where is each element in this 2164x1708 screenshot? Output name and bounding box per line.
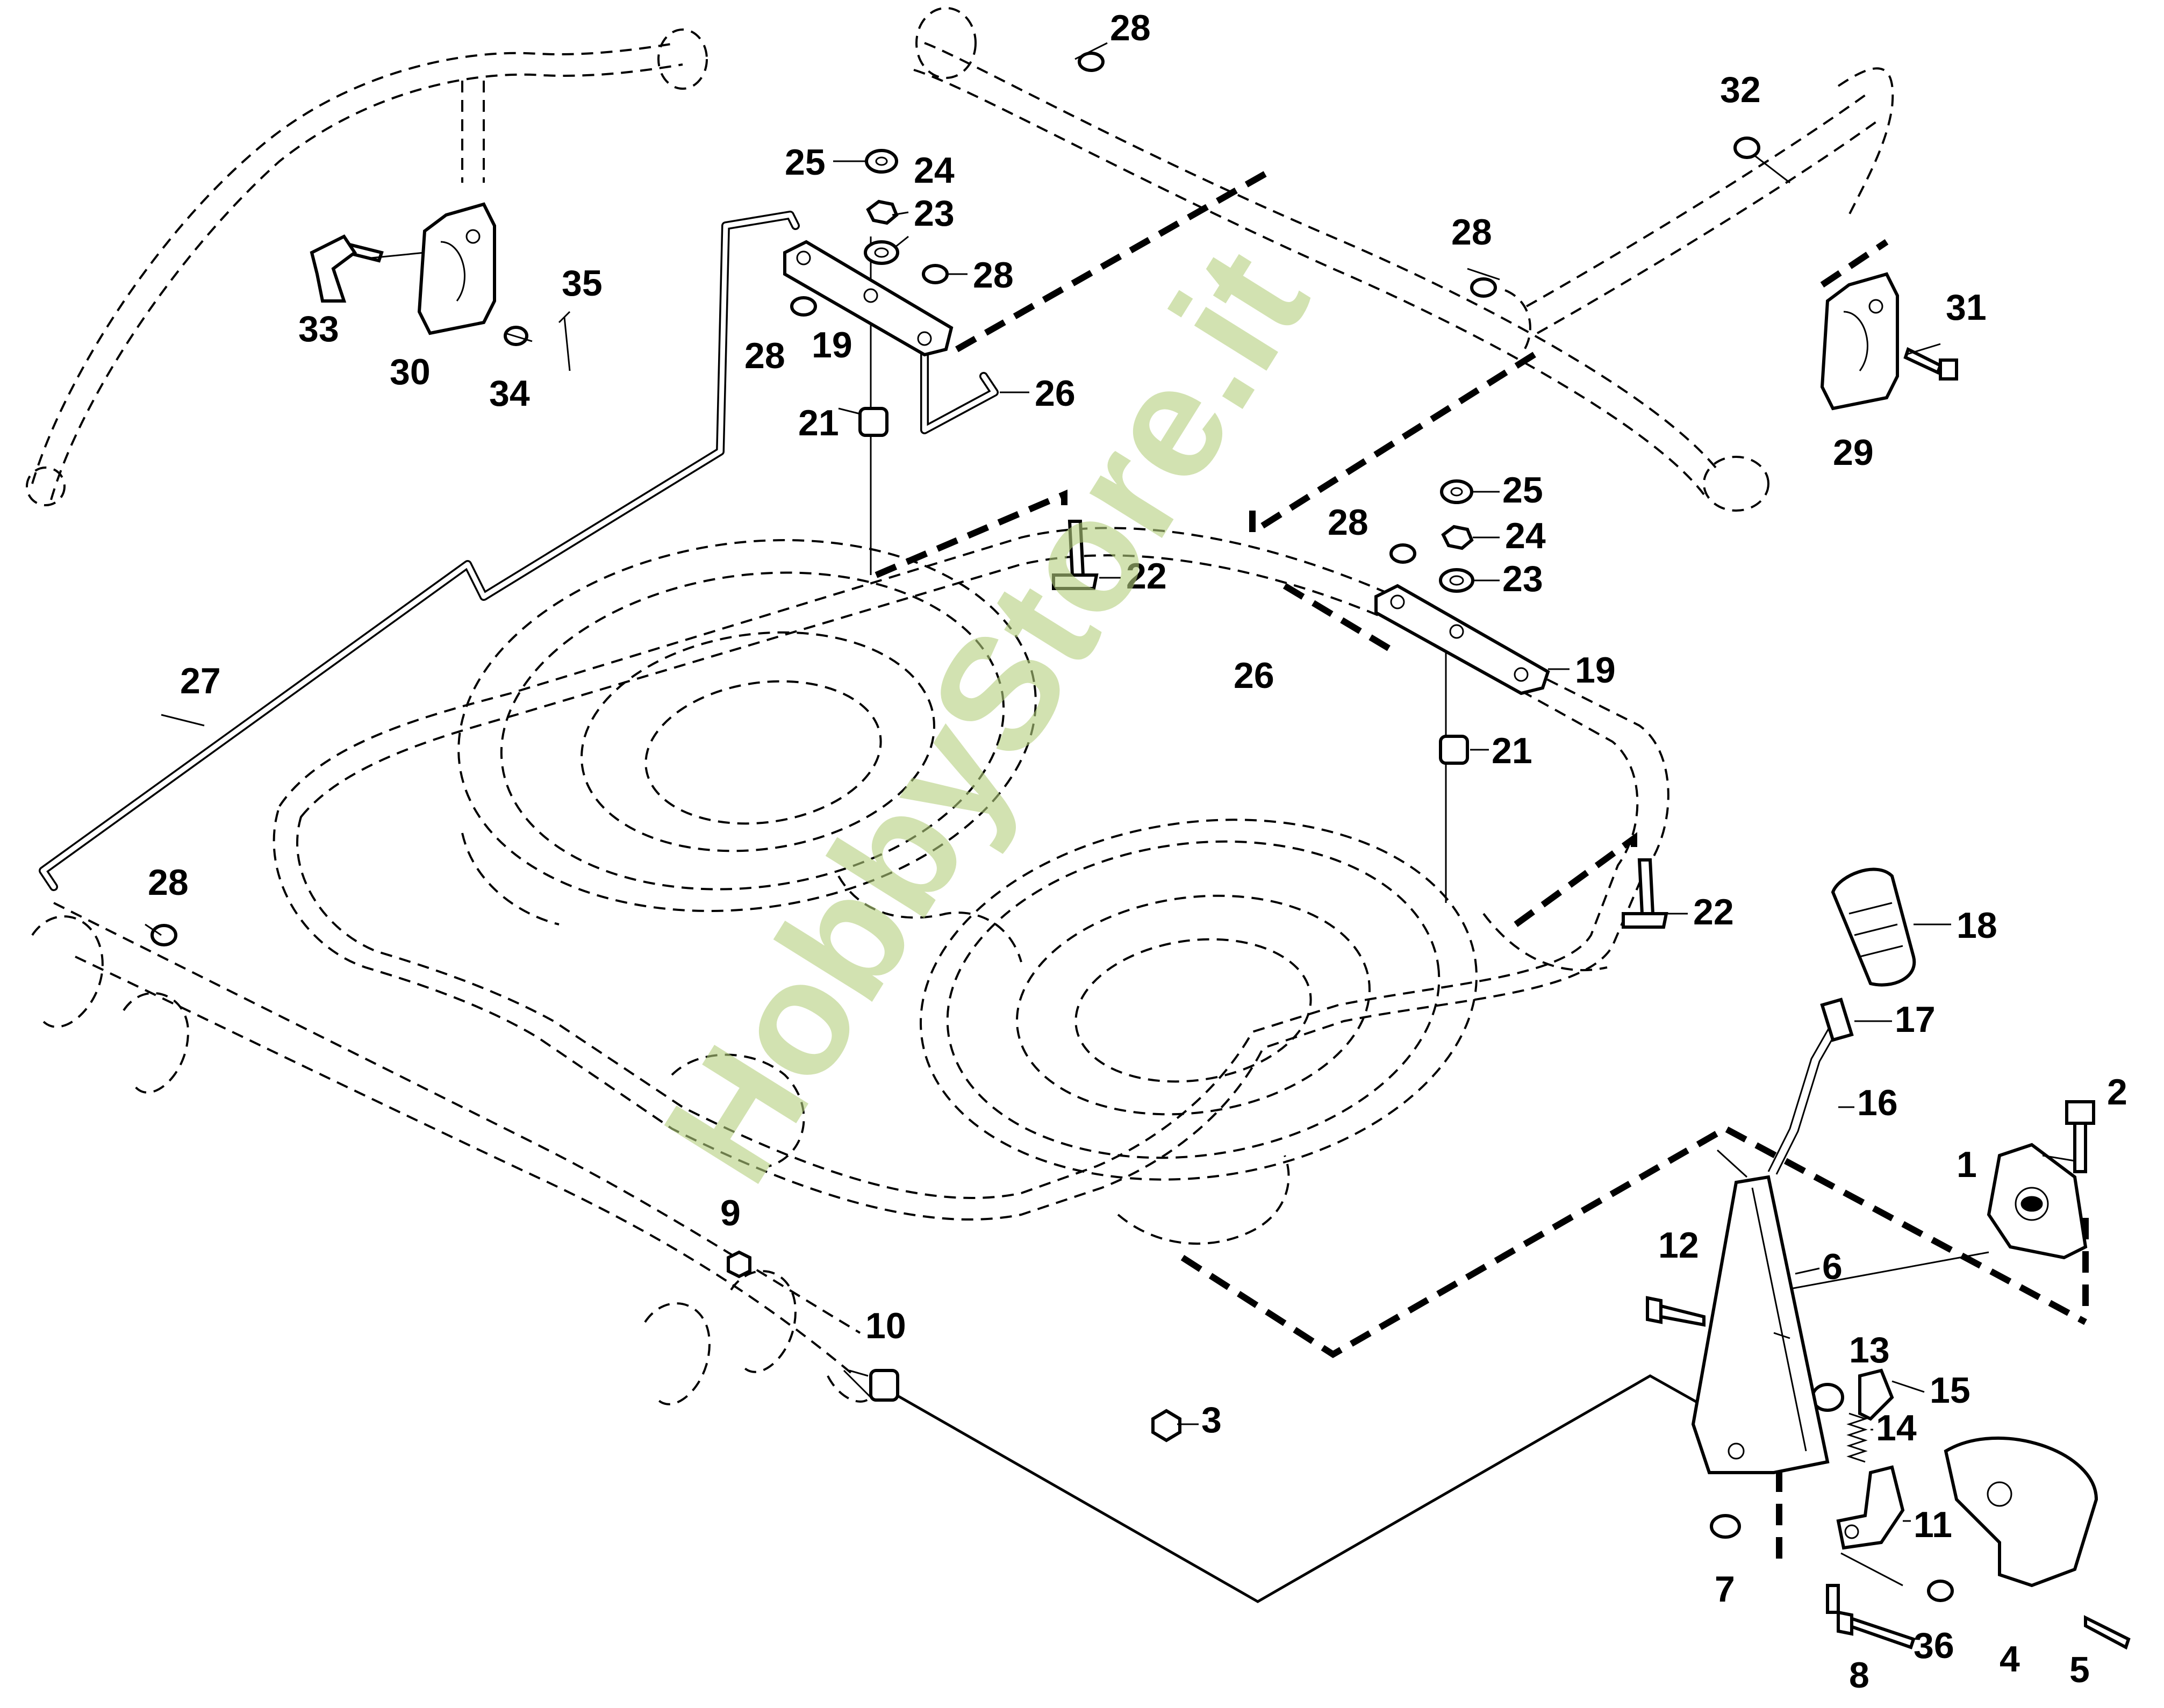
mower-deck-outline [273, 527, 1669, 1245]
callout-33: 33 [298, 308, 339, 349]
hardware [151, 52, 1954, 1602]
callout-27: 27 [180, 661, 221, 701]
rod-16 [1767, 1021, 1842, 1175]
bolts [334, 240, 2131, 1650]
callout-26-lower: 26 [1234, 655, 1274, 696]
callout-25-lower: 25 [1502, 470, 1543, 511]
callout-26-upper: 26 [1035, 373, 1076, 414]
callout-24-lower: 24 [1505, 515, 1546, 556]
callout-21-upper: 21 [798, 403, 839, 443]
callout-16: 16 [1857, 1082, 1898, 1123]
label-leaders [145, 42, 2075, 1587]
callout-31: 31 [1946, 287, 1987, 328]
callout-25-upper: 25 [785, 142, 826, 183]
callout-2: 2 [2107, 1072, 2127, 1113]
bracket-30 [310, 202, 496, 335]
callout-34: 34 [489, 373, 530, 414]
spring-14 [1846, 1412, 1868, 1463]
lever-plate-19-upper [783, 240, 954, 357]
callout-29: 29 [1833, 432, 1874, 473]
callout-22-upper: 22 [1126, 556, 1167, 597]
callout-13: 13 [1849, 1330, 1890, 1370]
callout-1: 1 [1957, 1144, 1977, 1185]
bracket-29 [1820, 272, 1899, 411]
callout-19-upper: 19 [812, 325, 852, 365]
pawl-11 [1836, 1465, 1905, 1550]
callout-30: 30 [390, 351, 431, 392]
bracket-1 [1987, 1143, 2088, 1260]
callout-8: 8 [1849, 1655, 1869, 1696]
sleeve-17 [1820, 997, 1854, 1042]
watermark: HobbyStore.it [628, 219, 1343, 1212]
callout-28-lower: 28 [1328, 502, 1368, 543]
cover-4 [1944, 1436, 2098, 1588]
callout-7: 7 [1715, 1569, 1735, 1610]
rod-26-upper [920, 350, 999, 434]
callout-28-left: 28 [148, 862, 189, 903]
callout-14: 14 [1876, 1408, 1917, 1448]
lever-plate-19-lower [1374, 584, 1550, 695]
callout-35: 35 [562, 263, 603, 304]
callout-36: 36 [1914, 1625, 1954, 1666]
callout-5: 5 [2069, 1649, 2090, 1690]
callout-18: 18 [1957, 905, 1997, 946]
callout-9: 9 [720, 1193, 741, 1233]
callout-23-upper: 23 [914, 193, 955, 234]
callout-24-upper: 24 [914, 150, 955, 191]
rod-27 [39, 211, 800, 891]
handle-18 [1831, 867, 1916, 987]
callout-labels: 1 2 3 4 5 6 7 8 9 10 11 12 13 14 15 16 1… [148, 8, 2127, 1696]
callout-12: 12 [1658, 1225, 1699, 1266]
callout-28-top: 28 [1110, 8, 1151, 48]
callout-32: 32 [1720, 69, 1761, 110]
lever-6 [1691, 1175, 1830, 1474]
callout-28-mid: 28 [1451, 212, 1492, 253]
callout-15: 15 [1930, 1370, 1970, 1411]
callout-11: 11 [1914, 1504, 1952, 1545]
callout-21-lower: 21 [1492, 730, 1532, 771]
callout-28-plate-left: 28 [744, 335, 785, 376]
callout-22-lower: 22 [1693, 892, 1734, 932]
callout-6: 6 [1822, 1246, 1843, 1287]
callout-23-lower: 23 [1502, 558, 1543, 599]
callout-17: 17 [1895, 999, 1936, 1040]
callout-4: 4 [2000, 1639, 2020, 1680]
callout-28-plate-right: 28 [973, 255, 1014, 296]
callout-19-lower: 19 [1575, 650, 1616, 691]
connection-lines [875, 169, 2089, 1559]
callout-3: 3 [1201, 1400, 1222, 1440]
callout-10: 10 [865, 1305, 906, 1346]
plate-15 [1858, 1368, 1894, 1421]
